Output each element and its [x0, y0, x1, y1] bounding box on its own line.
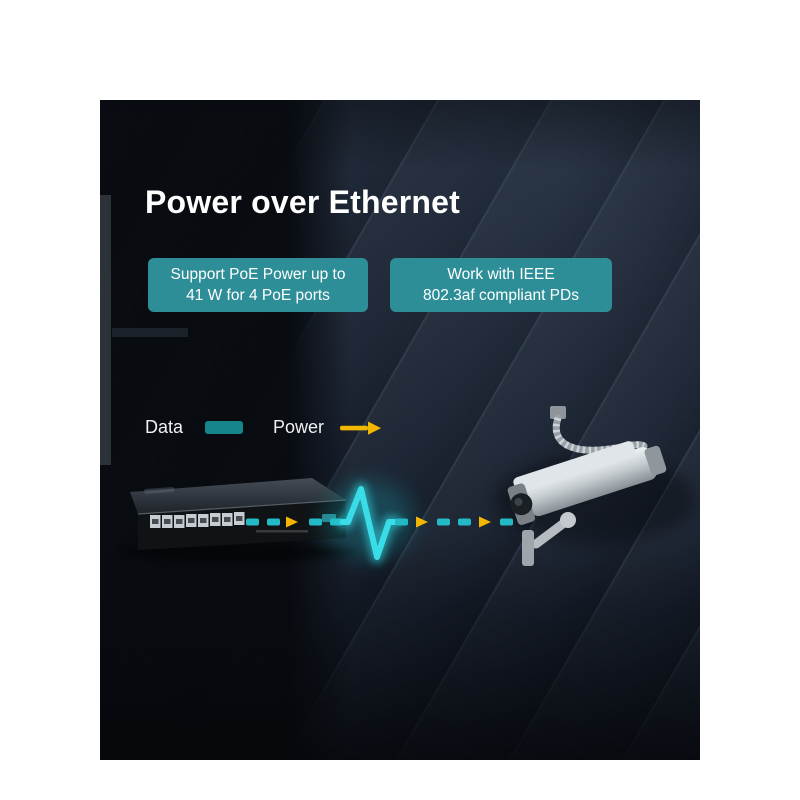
switch-edge-highlight	[137, 499, 347, 515]
port-pins	[188, 518, 195, 523]
data-dash	[437, 518, 450, 526]
badge-ieee-compliance: Work with IEEE 802.3af compliant PDs	[390, 258, 612, 312]
data-dash	[246, 518, 259, 526]
top-vignette	[100, 100, 700, 170]
camera-sun-shield	[513, 441, 636, 493]
mount-knuckle	[560, 512, 576, 528]
port-pins	[164, 519, 171, 524]
bottom-vignette	[100, 530, 700, 760]
page-title: Power over Ethernet	[145, 184, 461, 220]
poe-switch	[122, 478, 358, 561]
window-ledge-hint	[100, 195, 111, 465]
port-pins	[224, 517, 231, 522]
switch-front-print	[256, 530, 308, 533]
camera-body-group	[507, 441, 667, 525]
legend-data-label: Data	[145, 417, 184, 437]
legend-power-label: Power	[273, 417, 325, 437]
data-dash	[267, 518, 280, 526]
power-arrow-icon	[340, 421, 382, 435]
data-dash	[309, 518, 322, 526]
port-pins	[200, 518, 207, 523]
camera-body	[524, 447, 657, 517]
badge-text-line: Support PoE Power up to	[170, 266, 346, 283]
ethernet-cable-dashed	[246, 482, 513, 564]
port-pins	[152, 519, 159, 524]
power-arrow-icon	[286, 516, 298, 528]
switch-top-face	[130, 478, 346, 514]
port-pins	[236, 516, 243, 521]
security-camera	[507, 406, 667, 566]
flex-conduit	[552, 414, 648, 454]
conduit-junction	[550, 406, 566, 419]
power-arrow-icon	[416, 516, 428, 528]
data-dash	[395, 518, 408, 526]
signal-pulse	[340, 486, 398, 560]
badge-poe-power: Support PoE Power up to 41 W for 4 PoE p…	[148, 258, 368, 312]
lens-highlight	[514, 497, 523, 506]
data-swatch-icon	[205, 421, 244, 434]
data-dash	[458, 518, 471, 526]
badge-text-line: 41 W for 4 PoE ports	[186, 287, 330, 304]
wall-plate	[522, 530, 534, 566]
switch-brand-hint	[144, 487, 175, 494]
poe-diagram-scene	[122, 406, 695, 566]
photo-scene: Power over Ethernet Support PoE Power up…	[100, 100, 700, 760]
power-arrow-icon	[479, 516, 491, 528]
legend: Data Power	[145, 417, 382, 438]
port-pins	[212, 517, 219, 522]
data-dash	[500, 518, 513, 526]
camera-rear-cap	[644, 445, 667, 476]
port-pins	[176, 519, 183, 524]
badge-text-line: 802.3af compliant PDs	[423, 287, 579, 304]
switch-ports	[150, 512, 245, 528]
badge-text-line: Work with IEEE	[447, 266, 555, 283]
railing-hint	[112, 328, 188, 337]
